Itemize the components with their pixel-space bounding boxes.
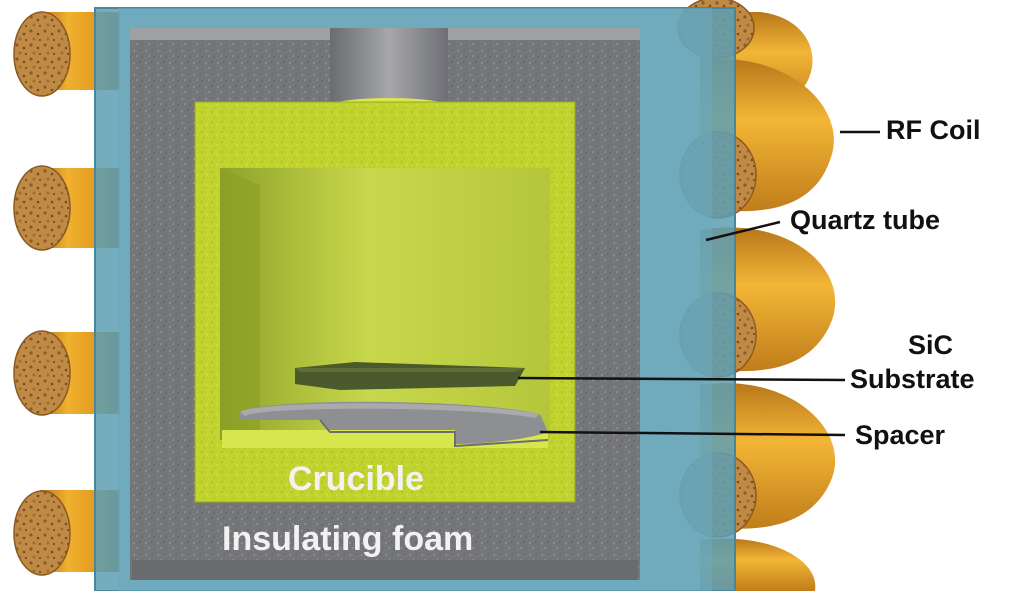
spacer [240, 401, 549, 448]
label-spacer: Spacer [855, 420, 946, 450]
rf-coil-left [13, 11, 120, 576]
label-insulating-foam: Insulating foam [222, 520, 474, 558]
substrate-leader [517, 376, 846, 382]
label-quartz-tube: Quartz tube [790, 205, 941, 235]
label-substrate: Substrate [850, 364, 975, 394]
label-sic: SiC [908, 330, 954, 360]
label-crucible: Crucible [288, 460, 425, 498]
top-plug [330, 28, 448, 114]
label-rf-coil: RF Coil [886, 115, 981, 145]
sic-substrate [295, 362, 525, 390]
leader-lines [517, 130, 880, 437]
spacer-leader [539, 430, 846, 437]
quartz-tube-leader [705, 220, 781, 242]
